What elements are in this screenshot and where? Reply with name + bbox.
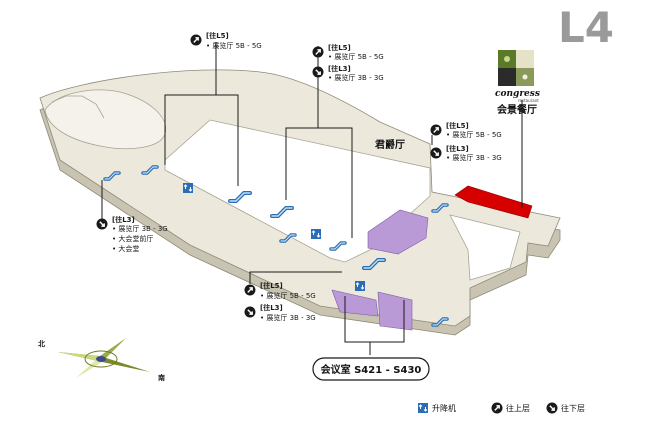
- up-arrow-icon: [243, 283, 257, 297]
- down-arrow-icon: [545, 401, 559, 415]
- up-arrow-icon: [429, 123, 443, 137]
- down-arrow-icon: [429, 146, 443, 160]
- callout-target: [往L3]: [328, 64, 351, 73]
- legend-up-label: 往上层: [506, 403, 530, 413]
- up-arrow-icon: [311, 45, 325, 59]
- legend-elevator-label: 升降机: [432, 403, 456, 413]
- restaurant-logo-sub: restaurant: [518, 98, 539, 103]
- callout-item: • 大会堂: [112, 244, 139, 253]
- callout-target: [往L5]: [446, 121, 469, 130]
- right-courtyard: [449, 214, 521, 281]
- callout-item: • 展览厅 3B - 3G: [112, 224, 168, 233]
- restaurant-logo-word: congress: [495, 89, 540, 99]
- meeting-rooms-label: 会议室 S421 - S430: [321, 363, 422, 376]
- compass-icon: [58, 338, 150, 378]
- callout-target: [往L3]: [112, 215, 135, 224]
- up-arrow-icon: [189, 33, 203, 47]
- restaurant-logo: [498, 50, 534, 86]
- elevator-icon: [354, 280, 366, 292]
- meeting-rooms-box[interactable]: [312, 357, 430, 381]
- junjue-hall-label: 君爵厅: [375, 138, 405, 151]
- elevator-icon: [417, 402, 429, 414]
- compass-south: 南: [158, 373, 165, 382]
- compass-north: 北: [38, 339, 45, 348]
- meeting-room-area-left[interactable]: [331, 289, 379, 317]
- callout-item: • 展览厅 3B - 3G: [328, 73, 384, 82]
- callout-target: [往L5]: [328, 43, 351, 52]
- leader-lines: [101, 42, 523, 355]
- callout-item: • 展览厅 5B - 5G: [206, 41, 262, 50]
- legend-down-label: 往下层: [561, 403, 585, 413]
- elevator-icon: [182, 182, 194, 194]
- up-arrow-icon: [490, 401, 504, 415]
- down-arrow-icon: [95, 217, 109, 231]
- callout-target: [往L5]: [206, 31, 229, 40]
- elevator-icon: [310, 228, 322, 240]
- callout-item: • 展览厅 5B - 5G: [328, 52, 384, 61]
- callout-item: • 展览厅 3B - 3G: [446, 153, 502, 162]
- callout-item: • 展览厅 3B - 3G: [260, 313, 316, 322]
- callout-target: [往L5]: [260, 281, 283, 290]
- callout-item: • 展览厅 5B - 5G: [260, 291, 316, 300]
- callout-item: • 大会堂前厅: [112, 234, 153, 243]
- plaza-rail: [51, 95, 105, 119]
- down-arrow-icon: [311, 65, 325, 79]
- floor-label: L4: [558, 3, 614, 52]
- callout-target: [往L3]: [446, 144, 469, 153]
- down-arrow-icon: [243, 305, 257, 319]
- junjue-hall-area[interactable]: [367, 209, 429, 255]
- callout-item: • 展览厅 5B - 5G: [446, 130, 502, 139]
- restaurant-name: 会景餐厅: [497, 103, 537, 116]
- restaurant-area[interactable]: [454, 185, 533, 219]
- callout-target: [往L3]: [260, 303, 283, 312]
